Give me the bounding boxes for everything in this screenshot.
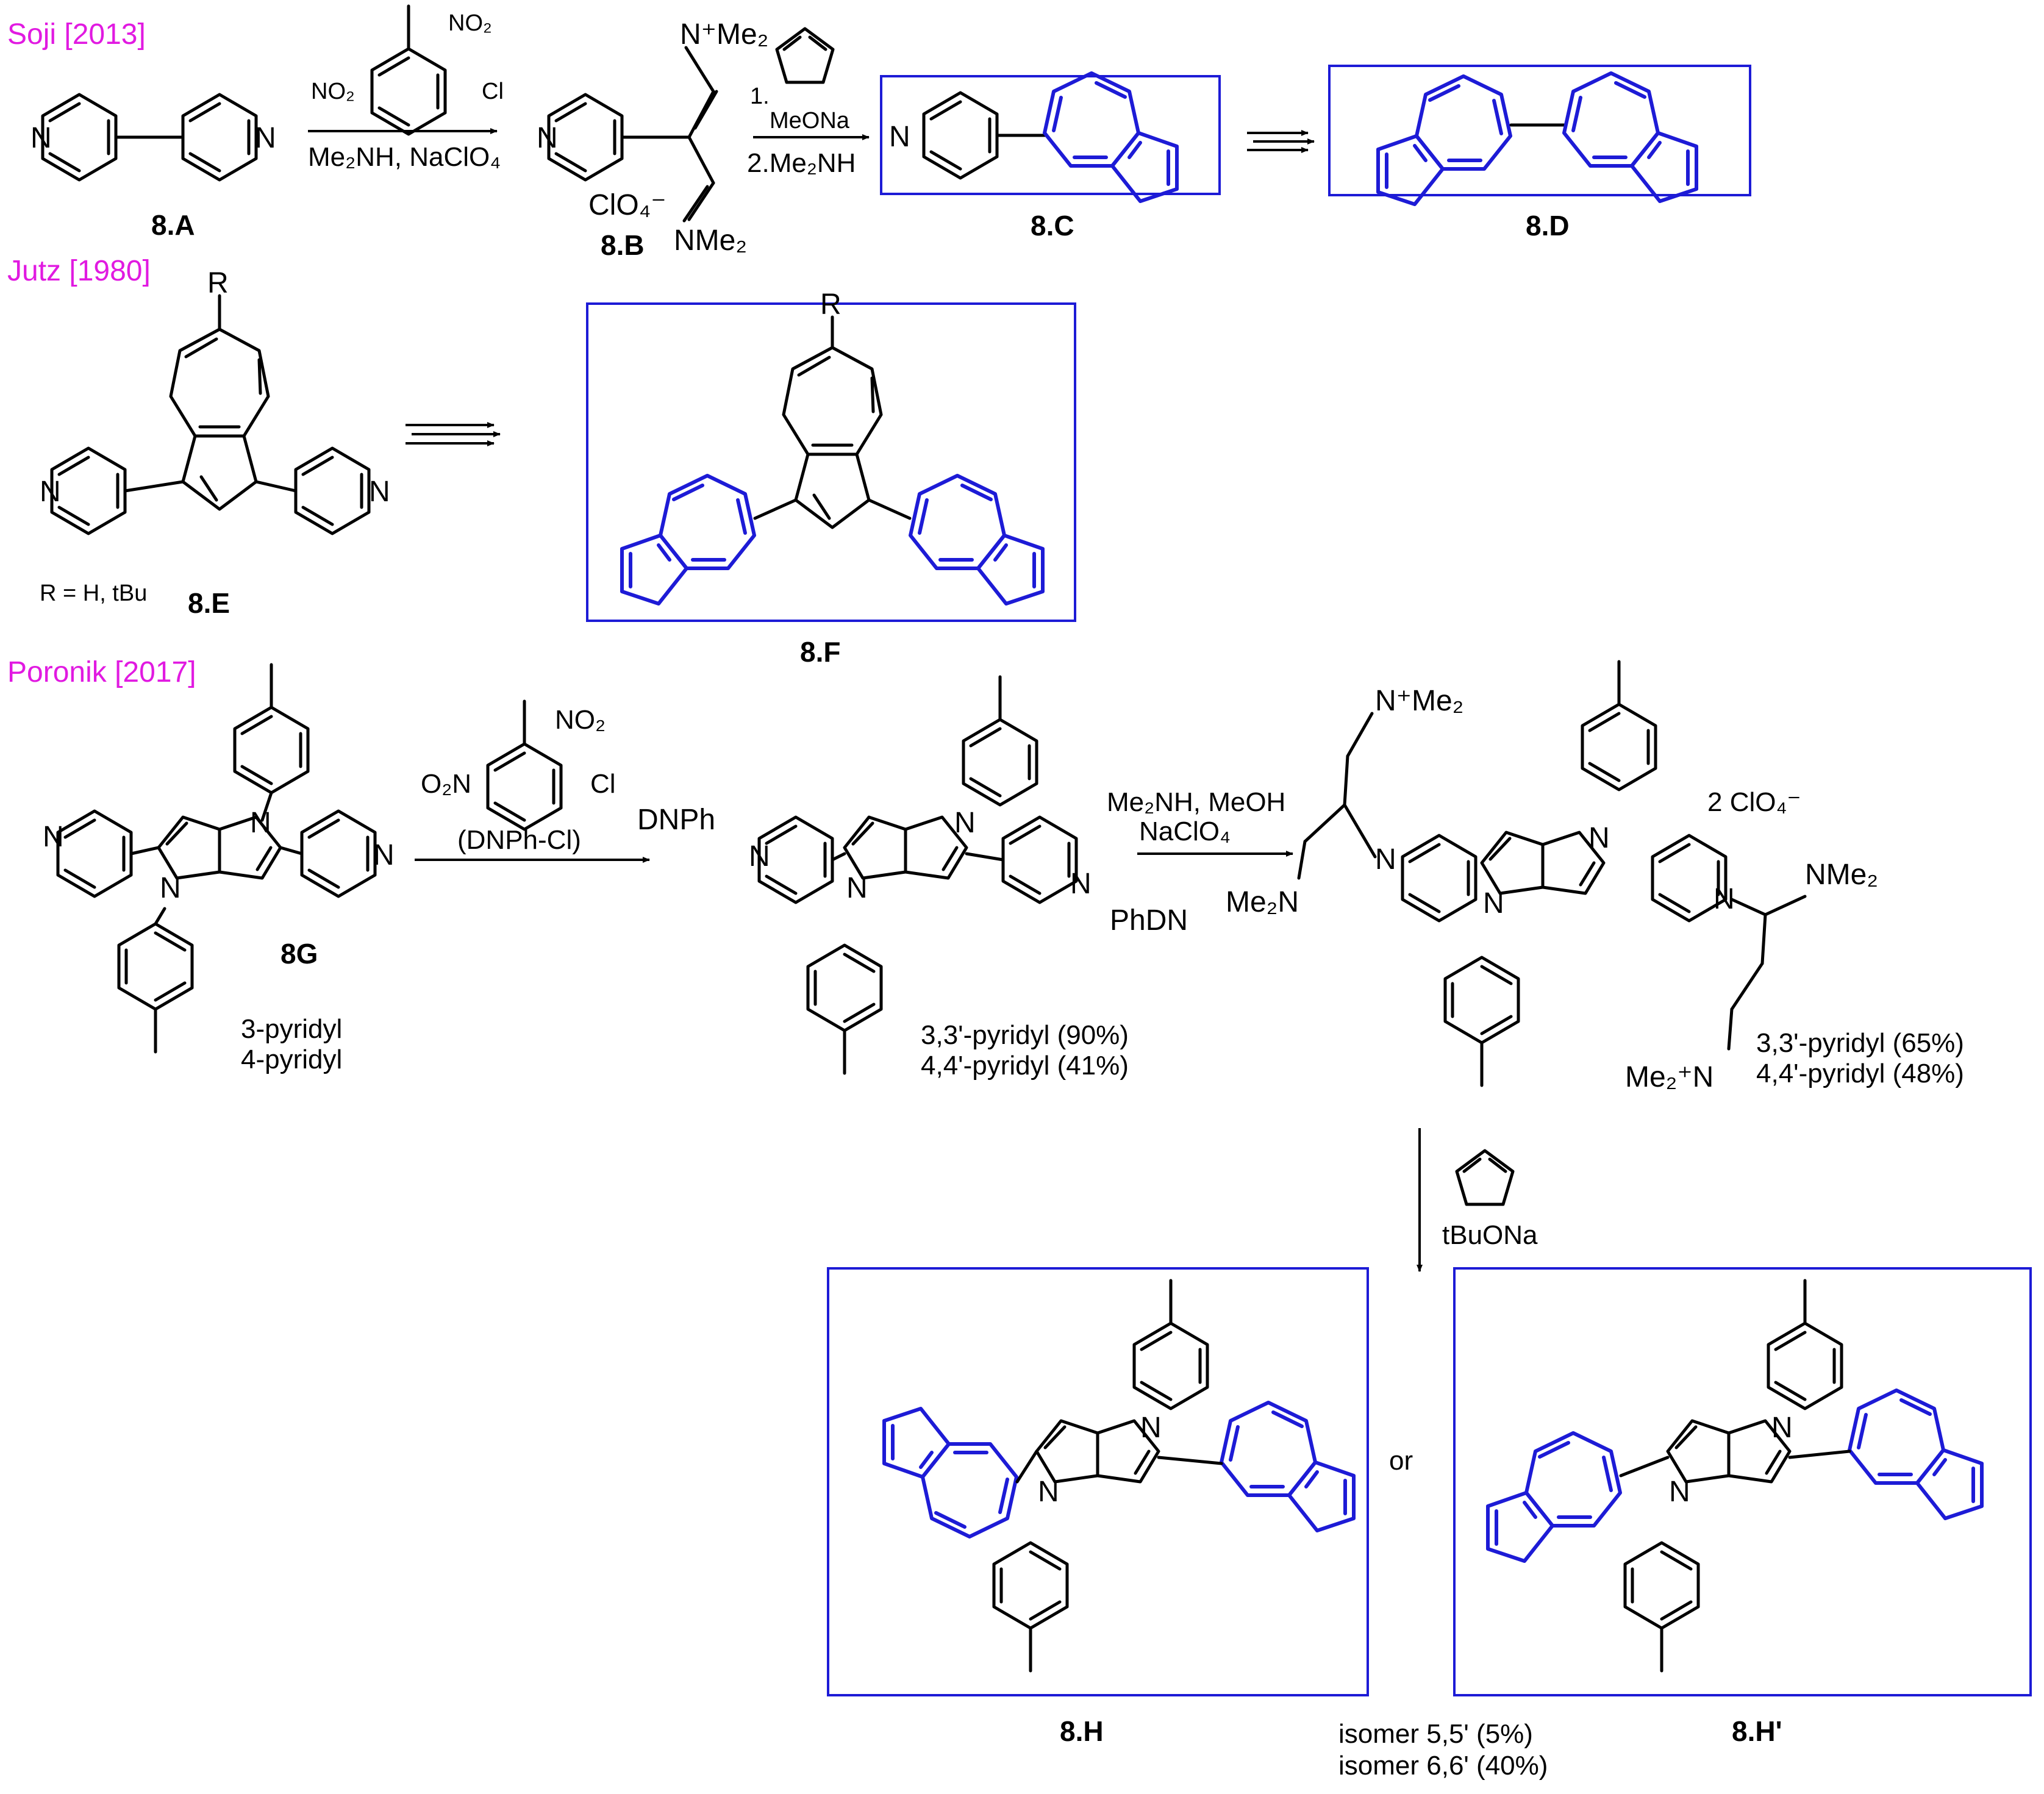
label-8g: 8G <box>281 938 318 970</box>
label-8f: 8.F <box>800 636 840 668</box>
reagent-dnph-cl-2: NO₂ O₂N Cl <box>421 701 616 829</box>
label-8h: 8.H <box>1060 1715 1104 1747</box>
svg-text:N: N <box>1375 843 1396 876</box>
note-yield-mid-2: 4,4'-pyridyl (41%) <box>921 1051 1129 1081</box>
molecule-dnph-pyridinium: N N N N <box>749 677 1092 1073</box>
label-8c: 8.C <box>1031 210 1074 241</box>
svg-text:N: N <box>1669 1476 1690 1508</box>
reagent-dnph-name: (DNPh-Cl) <box>457 825 581 855</box>
or-separator: or <box>1389 1446 1413 1476</box>
svg-text:N: N <box>1070 868 1092 900</box>
dnph-left-label: DNPh <box>637 804 715 836</box>
molecule-8e: R N N <box>40 267 390 534</box>
svg-text:N: N <box>1140 1412 1162 1444</box>
note-yield-right-2: 4,4'-pyridyl (48%) <box>1756 1059 1964 1088</box>
reagent-step4-top: Me₂NH, MeOH <box>1107 787 1285 817</box>
label-8a: 8.A <box>151 209 195 241</box>
svg-text:Cl: Cl <box>590 769 616 799</box>
svg-text:O₂N: O₂N <box>421 769 471 799</box>
reagent-step2-base: MeONa <box>770 108 850 134</box>
reagent-step5-base: tBuONa <box>1442 1220 1538 1250</box>
svg-text:N: N <box>889 121 910 153</box>
box-8c <box>880 75 1221 195</box>
svg-text:N: N <box>369 476 390 508</box>
svg-text:N: N <box>537 122 558 154</box>
reagent-step2-num: 1. <box>750 84 770 109</box>
section-author-jutz: Jutz [1980] <box>7 255 151 287</box>
box-8h-prime <box>1453 1267 2032 1696</box>
reagent-dnph-cl-1: NO₂ NO₂ Cl <box>311 6 504 134</box>
reagent-cyclopentadiene-1 <box>777 29 833 82</box>
note-yield-right-1: 3,3'-pyridyl (65%) <box>1756 1028 1964 1058</box>
svg-text:NO₂: NO₂ <box>555 705 606 735</box>
molecule-8a: N N <box>30 95 276 180</box>
substituent-definition: R = H, tBu <box>40 581 147 606</box>
svg-text:N: N <box>1038 1476 1059 1508</box>
svg-text:N⁺Me₂: N⁺Me₂ <box>680 18 768 51</box>
box-8h <box>827 1267 1369 1696</box>
box-8f <box>586 302 1076 622</box>
svg-text:R: R <box>207 267 229 299</box>
section-author-soji: Soji [2013] <box>7 18 146 51</box>
svg-text:N: N <box>250 807 271 839</box>
reagent-step2-amine: 2.Me₂NH <box>747 148 856 178</box>
svg-text:N⁺Me₂: N⁺Me₂ <box>1375 685 1463 717</box>
molecule-8b: N N⁺Me₂ NMe₂ ClO₄⁻ <box>537 18 768 257</box>
note-yield-mid-1: 3,3'-pyridyl (90%) <box>921 1020 1129 1050</box>
note-g-isomer-2: 4-pyridyl <box>241 1045 342 1074</box>
label-8e: 8.E <box>188 587 230 619</box>
molecule-zincke-salt: N⁺Me₂ Me₂N N N N N NMe₂ Me₂⁺N 2 ClO₄⁻ <box>1226 662 1878 1093</box>
molecule-8h-prime: N N <box>1488 1281 1982 1671</box>
svg-text:N: N <box>1771 1412 1793 1444</box>
svg-text:N: N <box>30 122 52 154</box>
arrow-multistep-2 <box>406 422 501 446</box>
svg-text:N: N <box>43 821 64 853</box>
molecule-8c: N <box>889 73 1177 201</box>
section-author-poronik: Poronik [2017] <box>7 656 196 688</box>
box-8d <box>1328 65 1751 196</box>
svg-text:N: N <box>373 839 395 871</box>
svg-text:NO₂: NO₂ <box>311 79 355 104</box>
molecule-8g: N N N N <box>43 665 395 1052</box>
svg-text:N: N <box>255 122 276 154</box>
label-8d: 8.D <box>1526 210 1570 241</box>
svg-text:Cl: Cl <box>482 79 504 104</box>
svg-text:R: R <box>820 288 842 321</box>
svg-text:NO₂: NO₂ <box>448 10 492 36</box>
svg-text:N: N <box>1588 822 1610 854</box>
svg-text:Me₂⁺N: Me₂⁺N <box>1625 1061 1713 1093</box>
svg-text:N: N <box>160 872 181 904</box>
molecule-8h: N N <box>884 1281 1354 1671</box>
reagent-step4-bottom: NaClO₄ <box>1139 817 1231 846</box>
svg-text:N: N <box>1483 887 1504 920</box>
svg-text:NMe₂: NMe₂ <box>1805 859 1878 891</box>
svg-text:N: N <box>954 807 976 839</box>
molecule-8d <box>1378 73 1696 204</box>
svg-text:N: N <box>846 872 868 904</box>
note-g-isomer-1: 3-pyridyl <box>241 1014 342 1044</box>
reagent-step1: Me₂NH, NaClO₄ <box>308 142 501 172</box>
svg-text:Me₂N: Me₂N <box>1226 886 1299 918</box>
arrow-multistep-1 <box>1247 130 1315 153</box>
dnph-right-label: PhDN <box>1110 904 1188 937</box>
svg-text:N: N <box>749 840 770 873</box>
svg-text:2 ClO₄⁻: 2 ClO₄⁻ <box>1707 787 1801 817</box>
label-8h-prime: 8.H' <box>1732 1715 1782 1747</box>
reagent-cyclopentadiene-2 <box>1457 1151 1513 1204</box>
molecule-8f: R <box>622 288 1043 604</box>
note-isomer-2: isomer 6,6' (40%) <box>1338 1751 1548 1781</box>
svg-text:N: N <box>40 476 61 508</box>
svg-text:ClO₄⁻: ClO₄⁻ <box>588 189 666 221</box>
svg-text:NMe₂: NMe₂ <box>674 224 747 257</box>
label-8b: 8.B <box>601 229 645 261</box>
note-isomer-1: isomer 5,5' (5%) <box>1338 1719 1533 1749</box>
